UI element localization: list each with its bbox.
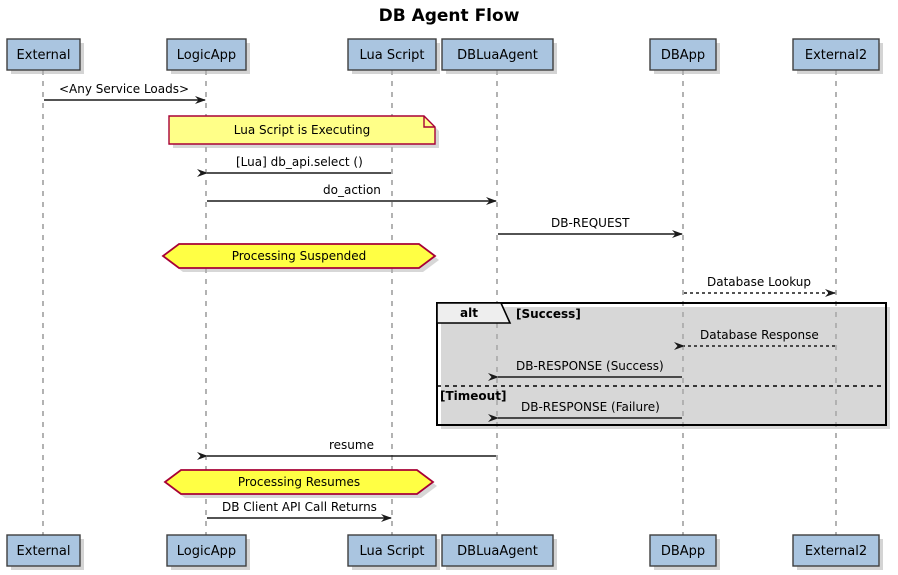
participant-box-dbluaagent-top[interactable] xyxy=(441,38,554,71)
note-fold-icon xyxy=(423,116,435,128)
participant-label-external: External xyxy=(16,48,71,63)
divider-label: Processing Suspended xyxy=(231,249,367,263)
divider-label: Processing Resumes xyxy=(237,475,361,489)
participant-label-dbluaagent: DBLuaAgent xyxy=(457,48,538,63)
alt-header-tab xyxy=(436,302,512,324)
participant-label-dbluaagent: DBLuaAgent xyxy=(457,544,538,559)
message-label: Database Response xyxy=(700,328,819,342)
message-label: DB-RESPONSE (Success) xyxy=(516,359,664,373)
alt-frame-shadow xyxy=(441,307,890,429)
participant-label-logicapp: LogicApp xyxy=(176,544,237,559)
participant-box-logicapp-top[interactable] xyxy=(166,38,247,71)
divider-shape xyxy=(163,469,435,495)
message-label: resume xyxy=(329,438,374,452)
alt-branch-condition-0: [Success] xyxy=(516,307,581,321)
message-label: DB-RESPONSE (Failure) xyxy=(521,400,660,414)
participant-box-dbapp-top[interactable] xyxy=(649,38,717,71)
participant-box-external2-top[interactable] xyxy=(792,38,880,71)
participant-box-external-top[interactable] xyxy=(6,38,81,71)
participant-label-external2: External2 xyxy=(804,544,868,559)
message-label: DB Client API Call Returns xyxy=(222,500,377,514)
alt-branch-condition-1: [Timeout] xyxy=(440,389,507,403)
participant-label-external2: External2 xyxy=(804,48,868,63)
participant-box-external-bottom[interactable] xyxy=(6,534,81,567)
page-title: DB Agent Flow xyxy=(378,6,520,26)
message-label: <Any Service Loads> xyxy=(59,82,190,96)
participant-box-logicapp-bottom[interactable] xyxy=(166,534,247,567)
message-label: [Lua] db_api.select () xyxy=(236,155,363,169)
participant-box-dbapp-bottom[interactable] xyxy=(649,534,717,567)
note-label: Lua Script is Executing xyxy=(233,123,371,137)
participant-box-lua-script-bottom[interactable] xyxy=(347,534,437,567)
participant-box-lua-script-top[interactable] xyxy=(347,38,437,71)
participant-box-dbluaagent-bottom[interactable] xyxy=(441,534,554,567)
message-label: Database Lookup xyxy=(707,275,812,289)
message-label: do_action xyxy=(323,183,381,197)
participant-label-dbapp: DBApp xyxy=(660,544,706,559)
note-shape xyxy=(168,115,436,145)
alt-keyword: alt xyxy=(460,306,478,320)
participant-box-external2-bottom[interactable] xyxy=(792,534,880,567)
participant-label-dbapp: DBApp xyxy=(660,48,706,63)
divider-shape xyxy=(161,243,437,269)
participant-label-external: External xyxy=(16,544,71,559)
participant-label-logicapp: LogicApp xyxy=(176,48,237,63)
participant-label-lua-script: Lua Script xyxy=(359,48,425,63)
alt-frame xyxy=(436,302,887,426)
participant-label-lua-script: Lua Script xyxy=(359,544,425,559)
message-label: DB-REQUEST xyxy=(551,216,630,230)
